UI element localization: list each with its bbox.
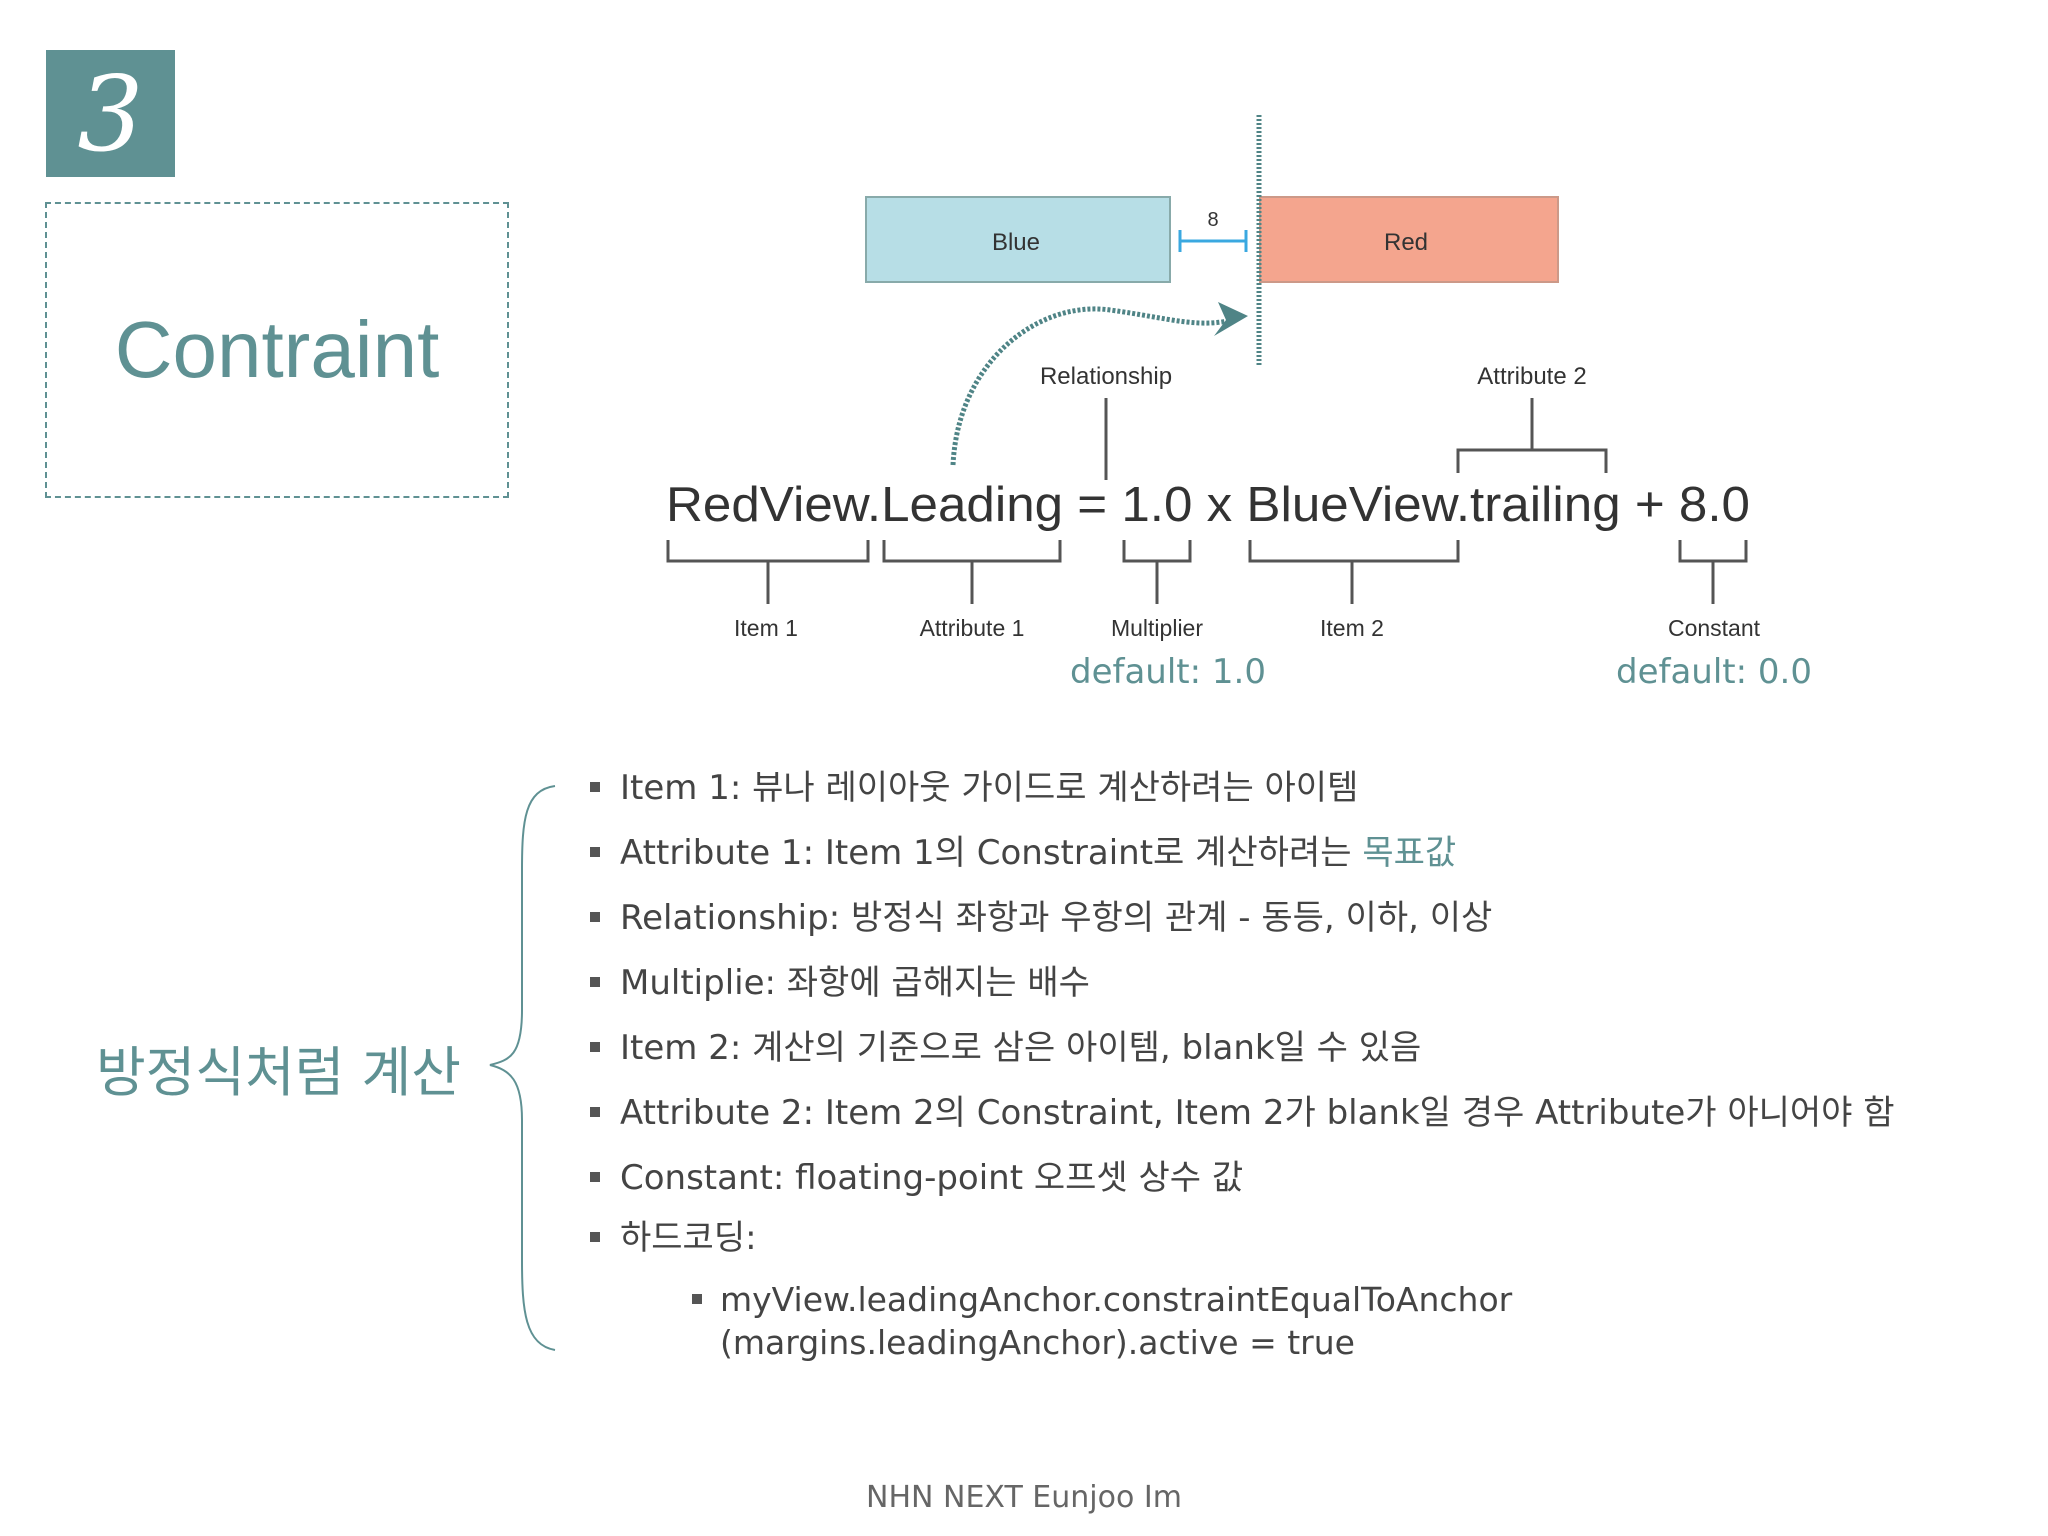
gap-indicator bbox=[1178, 230, 1248, 252]
blue-view-box bbox=[865, 196, 1171, 283]
bullet-text: Relationship: 방정식 좌항과 우항의 관계 - 동등, 이하, 이… bbox=[620, 898, 1493, 938]
attribute1-label: Attribute 1 bbox=[920, 615, 1025, 641]
footer-credit: NHN NEXT Eunjoo Im bbox=[866, 1480, 1182, 1515]
constant-default: default: 0.0 bbox=[1616, 652, 1812, 692]
bullet-item1: Item 1: 뷰나 레이아웃 가이드로 계산하려는 아이템 bbox=[590, 760, 1358, 809]
bullet-marker bbox=[590, 1041, 600, 1052]
constant-label: Constant bbox=[1668, 615, 1761, 641]
bullet-constant: Constant: floating-point 오프셋 상수 값 bbox=[590, 1150, 1243, 1199]
constraint-equation: RedView.Leading = 1.0 x BlueView.trailin… bbox=[666, 478, 1750, 532]
red-view-label: Red bbox=[1384, 229, 1428, 256]
bullet-item2: Item 2: 계산의 기준으로 삼은 아이템, blank일 수 있음 bbox=[590, 1020, 1421, 1069]
bullet-text: Item 1: 뷰나 레이아웃 가이드로 계산하려는 아이템 bbox=[620, 768, 1359, 808]
code-example: myView.leadingAnchor.constraintEqualToAn… bbox=[692, 1278, 1512, 1364]
item2-bracket bbox=[1248, 540, 1460, 604]
multiplier-bracket bbox=[1122, 540, 1192, 604]
blue-view-label: Blue bbox=[992, 229, 1040, 256]
bullet-attribute2: Attribute 2: Item 2의 Constraint, Item 2가… bbox=[590, 1085, 1895, 1134]
title-box: Contraint bbox=[45, 202, 509, 498]
bullet-attribute1: Attribute 1: Item 1의 Constraint로 계산하려는 목… bbox=[590, 825, 1456, 874]
bullet-marker bbox=[590, 846, 600, 857]
curly-brace bbox=[489, 785, 556, 1351]
item1-bracket bbox=[666, 540, 870, 604]
multiplier-label: Multiplier bbox=[1111, 615, 1203, 641]
bullet-highlight: 목표값 bbox=[1362, 833, 1457, 873]
multiplier-default: default: 1.0 bbox=[1070, 652, 1266, 692]
item2-label: Item 2 bbox=[1320, 615, 1384, 641]
bullet-multiplier: Multiplie: 좌항에 곱해지는 배수 bbox=[590, 955, 1090, 1004]
bullet-text: Item 2: 계산의 기준으로 삼은 아이템, blank일 수 있음 bbox=[620, 1028, 1422, 1068]
bullet-text: Multiplie: 좌항에 곱해지는 배수 bbox=[620, 963, 1090, 1003]
constraint-diagram: Blue Red 8 Relationship Attribute 2 RedV… bbox=[666, 115, 1761, 641]
bullet-marker bbox=[692, 1293, 702, 1304]
slide-number-badge: 3 bbox=[46, 50, 175, 177]
attribute2-label: Attribute 2 bbox=[1477, 363, 1586, 390]
bullet-hardcoding: 하드코딩: bbox=[590, 1210, 757, 1259]
red-view-box bbox=[1259, 196, 1559, 283]
attribute1-bracket bbox=[882, 540, 1062, 604]
bullet-marker bbox=[590, 1106, 600, 1117]
bullet-marker bbox=[590, 1171, 600, 1182]
bullet-marker bbox=[590, 781, 600, 792]
slide-number: 3 bbox=[77, 52, 144, 175]
bullet-marker bbox=[590, 911, 600, 922]
bullet-text: Constant: floating-point 오프셋 상수 값 bbox=[620, 1158, 1244, 1198]
bullet-text: Attribute 1: Item 1의 Constraint로 계산하려는 bbox=[620, 833, 1363, 873]
bullet-relationship: Relationship: 방정식 좌항과 우항의 관계 - 동등, 이하, 이… bbox=[590, 890, 1492, 939]
attribute2-bracket bbox=[1456, 398, 1608, 473]
bullet-text: 하드코딩: bbox=[620, 1218, 757, 1258]
gap-value-label: 8 bbox=[1207, 209, 1218, 231]
item1-label: Item 1 bbox=[734, 615, 798, 641]
relationship-label: Relationship bbox=[1040, 363, 1172, 390]
slide-title: Contraint bbox=[114, 305, 440, 394]
bullet-marker bbox=[590, 976, 600, 987]
bullet-marker bbox=[590, 1231, 600, 1242]
side-label: 방정식처럼 계산 bbox=[96, 1041, 461, 1104]
code-line-2: (margins.leadingAnchor).active = true bbox=[720, 1323, 1355, 1362]
constant-bracket bbox=[1678, 540, 1748, 604]
arrow-head bbox=[1214, 302, 1248, 336]
bullet-text: Attribute 2: Item 2의 Constraint, Item 2가… bbox=[620, 1093, 1895, 1133]
arrow-curve bbox=[950, 306, 1241, 466]
code-line-1: myView.leadingAnchor.constraintEqualToAn… bbox=[720, 1280, 1513, 1319]
